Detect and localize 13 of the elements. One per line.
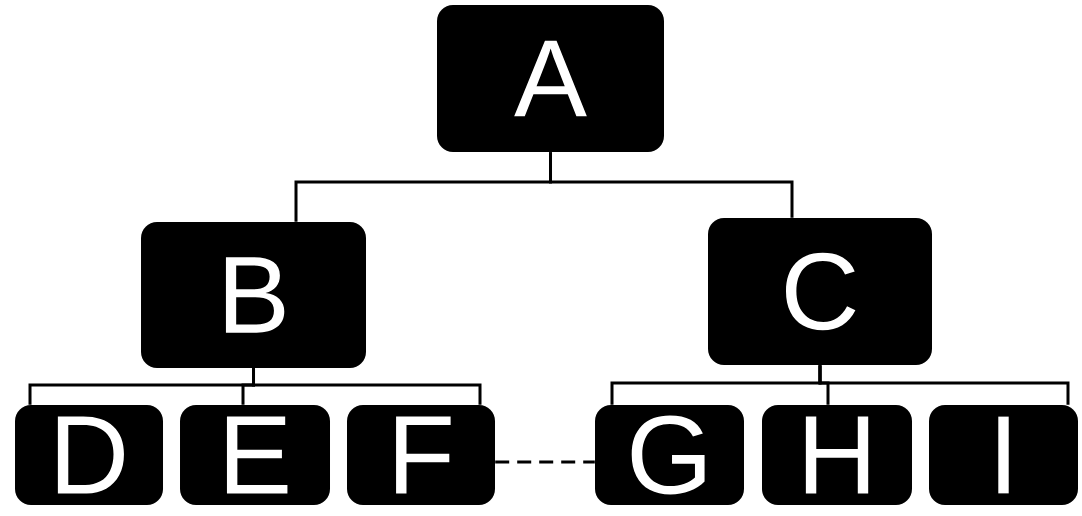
letter-box: I [929, 405, 1078, 505]
tree-connector [818, 365, 1070, 405]
letter-box: C [708, 218, 932, 365]
letter-box: F [347, 405, 495, 505]
letter-box: B [141, 222, 366, 368]
letter-box: E [180, 405, 330, 505]
letter-box: G [595, 405, 744, 505]
tree-connector [549, 152, 794, 218]
letter-box: D [15, 405, 163, 505]
letter-box: A [437, 5, 664, 152]
tree-connector [252, 368, 482, 405]
dashed-connector [495, 460, 595, 464]
letter-box: H [762, 405, 912, 505]
